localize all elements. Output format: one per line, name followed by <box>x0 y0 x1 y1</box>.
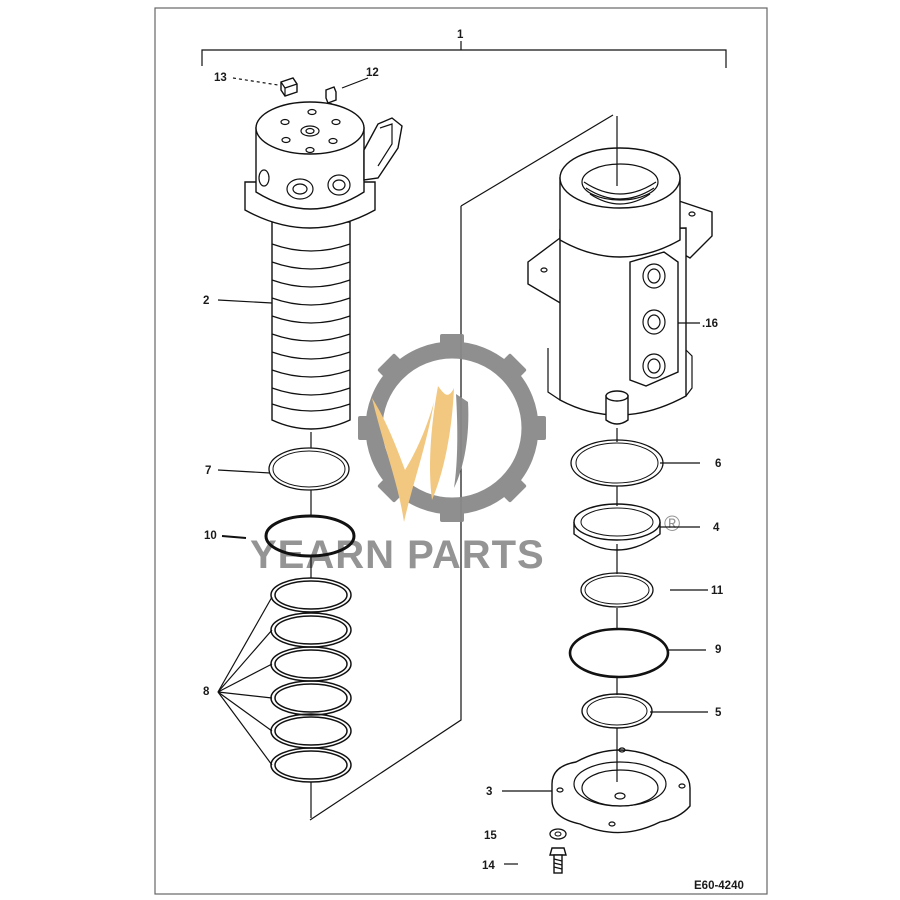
drawing-number: E60-4240 <box>694 880 744 892</box>
callout-1: 1 <box>457 29 464 41</box>
callout-8: 8 <box>203 686 210 698</box>
callout-2: 2 <box>203 295 209 307</box>
callout-7: 7 <box>205 465 211 477</box>
callout-3: 3 <box>486 786 492 798</box>
drawing-frame <box>154 7 768 895</box>
part-5-ring <box>581 693 653 729</box>
callout-5: 5 <box>715 707 722 719</box>
callout-9: 9 <box>715 644 721 656</box>
leader-lines <box>217 77 708 865</box>
assembly-boundary-upper <box>460 114 614 207</box>
part-2-spindle <box>244 101 403 430</box>
flame-icon <box>372 386 469 522</box>
assembly-boundary-lower <box>309 206 462 821</box>
part-7-ring <box>268 447 350 491</box>
part-14-bolt <box>549 847 567 874</box>
part-9-seal <box>568 627 670 679</box>
callout-4: 4 <box>713 522 720 534</box>
callout-6: 6 <box>715 458 721 470</box>
part-11-ring <box>580 572 654 608</box>
part-10-seal <box>264 514 356 558</box>
part-3-cover <box>551 747 691 834</box>
watermark-logo: YEARN PARTS ® <box>250 334 680 577</box>
part-13-nut <box>280 77 298 97</box>
part-15-washer <box>549 828 567 840</box>
callout-13: 13 <box>214 72 227 84</box>
part-16-housing <box>527 147 713 425</box>
callout-12: 12 <box>366 67 379 79</box>
part-6-ring <box>570 439 664 487</box>
registered-mark: ® <box>664 511 680 536</box>
gear-icon <box>358 334 546 522</box>
part-8-seal-stack <box>270 577 352 783</box>
callout-10: 10 <box>204 530 217 542</box>
callouts: 1 2 3 4 5 6 7 8 9 10 11 12 13 14 15 .16 <box>203 29 724 872</box>
assembly-bracket <box>201 41 727 68</box>
callout-16: .16 <box>702 318 718 330</box>
part-4-ring <box>573 503 661 551</box>
callout-14: 14 <box>482 860 495 872</box>
callout-11: 11 <box>711 585 724 597</box>
callout-15: 15 <box>484 830 497 842</box>
